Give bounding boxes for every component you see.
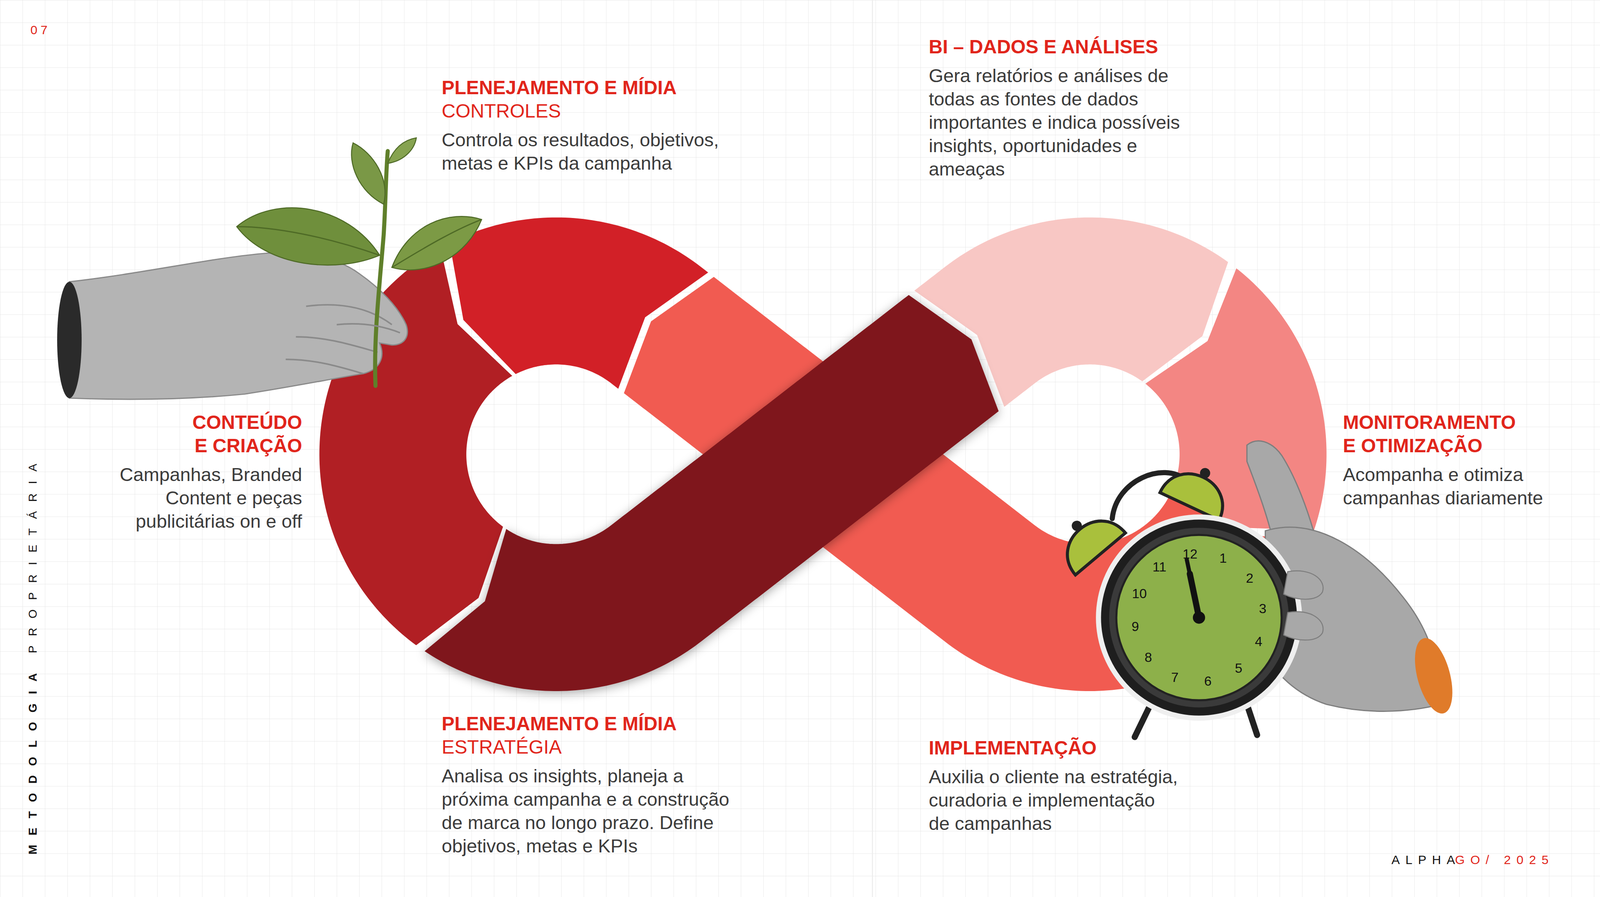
step-heading: IMPLEMENTAÇÃO — [928, 735, 1213, 760]
clock-face — [1116, 534, 1282, 700]
step-heading: PLENEJAMENTO E MÍDIA — [441, 75, 759, 100]
clock-pin — [1192, 611, 1205, 624]
step-subheading: CONTROLES — [441, 99, 759, 123]
leaf — [351, 142, 385, 205]
clock-numeral: 2 — [1245, 570, 1254, 585]
side-title: METODOLOGIA — [25, 663, 40, 855]
clock-numeral: 9 — [1131, 619, 1140, 634]
brand-mark: ALPHA — [1391, 852, 1461, 868]
step-description: Auxilia o cliente na estratégia, curador… — [928, 765, 1180, 835]
step-text-block: BI – DADOS E ANÁLISES Gera relatórios e a… — [928, 35, 1221, 181]
step-text-block: CONTEÚDO E CRIAÇÃOCampanhas, Branded Con… — [85, 410, 303, 533]
leaf — [391, 216, 482, 270]
step-description: Acompanha e otimiza campanhas diariament… — [1342, 462, 1560, 510]
clock-case — [1100, 519, 1297, 716]
finger-line — [285, 359, 364, 374]
step-heading: PLENEJAMENTO E MÍDIA — [441, 711, 759, 735]
step-description: Controla os resultados, objetivos, metas… — [441, 128, 725, 175]
bell-dome — [1160, 463, 1233, 520]
finger — [1283, 611, 1324, 640]
step-heading: MONITORAMENTO E OTIMIZAÇÃO — [1342, 410, 1527, 458]
clock-numeral: 1 — [1219, 550, 1227, 565]
clock-leg — [1247, 704, 1258, 735]
clock-numeral: 5 — [1235, 660, 1243, 675]
finger-line — [295, 336, 378, 353]
step-text-block: IMPLEMENTAÇÃO Auxilia o cliente na estrat… — [928, 735, 1213, 835]
clock-numeral: 6 — [1204, 673, 1212, 688]
step-heading: BI – DADOS E ANÁLISES — [928, 35, 1221, 59]
hand — [69, 252, 408, 400]
step-description: Gera relatórios e análises de todas as f… — [928, 64, 1188, 181]
clock-numeral: 10 — [1132, 586, 1148, 601]
clock-numeral: 8 — [1144, 650, 1153, 665]
step-text-block: PLENEJAMENTO E MÍDIACONTROLES Controla os… — [441, 75, 759, 175]
step-heading: CONTEÚDO E CRIAÇÃO — [177, 410, 303, 458]
thumb-line — [336, 323, 400, 333]
clock-halo — [1095, 514, 1303, 721]
palm — [1265, 527, 1441, 712]
bell-knob — [1069, 518, 1085, 533]
sleeve-cuff — [57, 281, 82, 398]
leaf — [236, 207, 380, 265]
clock-numeral: 12 — [1182, 546, 1198, 561]
clock-bell — [1160, 454, 1237, 520]
clock-hand — [1186, 559, 1199, 618]
step-text-block: MONITORAMENTO E OTIMIZAÇÃOAcompanha e ot… — [1342, 410, 1568, 510]
clock-numeral: 4 — [1255, 634, 1263, 649]
brand-mark: GO/ 2025 — [1455, 852, 1555, 868]
leaf-vein — [236, 226, 380, 256]
clock-hand — [1190, 573, 1200, 618]
step-subheading: ESTRATÉGIA — [441, 735, 759, 759]
page-number: 07 — [30, 22, 51, 37]
leaf — [387, 137, 417, 164]
clock-bezel — [1109, 527, 1289, 708]
clock-numeral: 11 — [1152, 559, 1167, 574]
step-text-block: PLENEJAMENTO E MÍDIAESTRATÉGIA Analisa os… — [441, 711, 759, 858]
side-title: PROPRIETÁRIA — [25, 454, 40, 653]
sleeve-cuff — [1407, 633, 1460, 718]
hand-with-plant — [57, 137, 482, 400]
step-description: Analisa os insights, planeja a próxima c… — [441, 764, 734, 858]
bell-knob — [1198, 466, 1213, 480]
corner-label-group: 07 — [30, 22, 51, 38]
clock-numeral: 3 — [1258, 601, 1267, 616]
infinity-segment — [424, 295, 999, 691]
step-description: Campanhas, Branded Content e peças publi… — [102, 462, 303, 533]
hand-with-clock — [1048, 440, 1460, 737]
finger — [1283, 570, 1324, 600]
vert-label-group: METODOLOGIA PROPRIETÁRIA — [25, 454, 40, 855]
clock-numeral: 7 — [1171, 670, 1179, 685]
leaf-vein — [391, 219, 482, 268]
brand-label-group: ALPHAGO/ 2025 — [1391, 852, 1555, 868]
